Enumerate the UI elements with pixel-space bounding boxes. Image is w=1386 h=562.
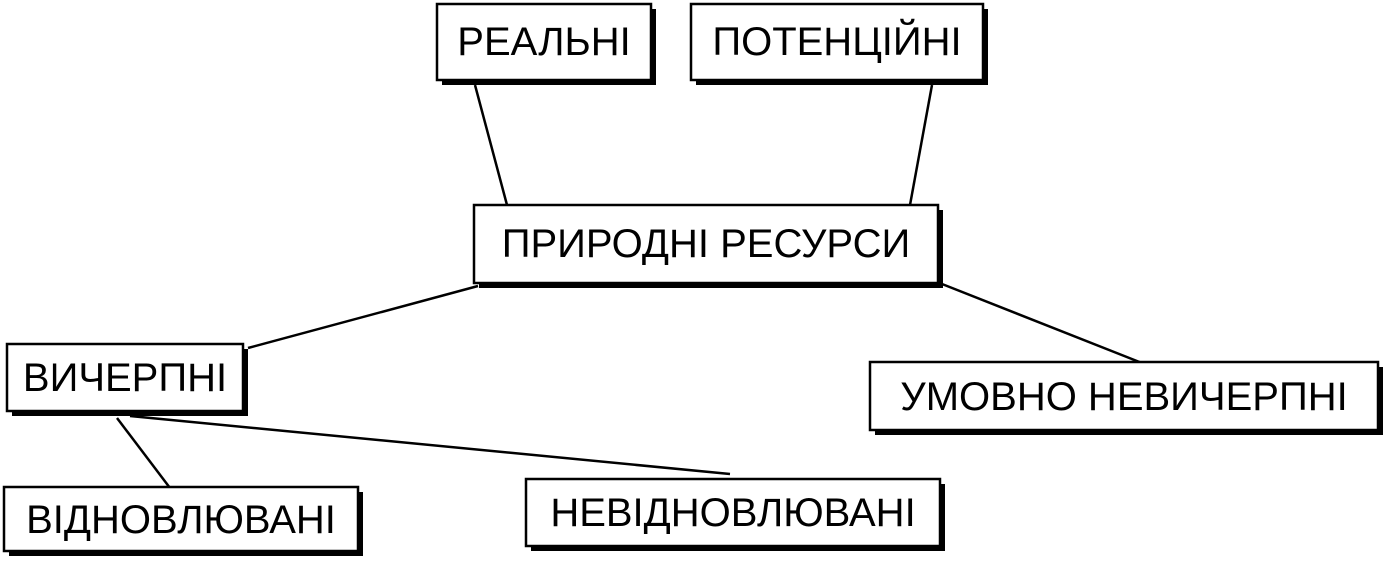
node-conditionally-inexhaustible-label: УМОВНО НЕВИЧЕРПНІ: [900, 375, 1347, 419]
node-potential: ПОТЕНЦІЙНІ: [689, 2, 988, 85]
node-renewable: ВІДНОВЛЮВАНІ: [2, 485, 363, 556]
node-natural-resources: ПРИРОДНІ РЕСУРСИ: [472, 203, 943, 288]
node-nonrenewable: НЕВІДНОВЛЮВАНІ: [524, 477, 945, 551]
node-potential-label: ПОТЕНЦІЙНІ: [712, 18, 961, 64]
node-conditionally-inexhaustible: УМОВНО НЕВИЧЕРПНІ: [868, 360, 1383, 435]
node-exhaustible-label: ВИЧЕРПНІ: [23, 356, 227, 400]
node-nonrenewable-label: НЕВІДНОВЛЮВАНІ: [550, 491, 915, 535]
connectors: [116, 84, 1143, 489]
node-renewable-label: ВІДНОВЛЮВАНІ: [26, 498, 336, 542]
node-real-label: РЕАЛЬНІ: [457, 20, 630, 64]
edge-potential-to-natural-resources: [908, 84, 934, 206]
edge-real-to-natural-resources: [473, 84, 509, 206]
node-real: РЕАЛЬНІ: [435, 2, 656, 85]
edge-natural-resources-to-exhaustible: [247, 284, 479, 350]
node-natural-resources-label: ПРИРОДНІ РЕСУРСИ: [502, 222, 911, 266]
node-exhaustible: ВИЧЕРПНІ: [5, 342, 248, 416]
edge-exhaustible-to-renewable: [116, 417, 171, 489]
edge-natural-resources-to-conditionally-inexhaustible: [941, 282, 1143, 365]
edge-exhaustible-to-nonrenewable: [129, 414, 731, 476]
